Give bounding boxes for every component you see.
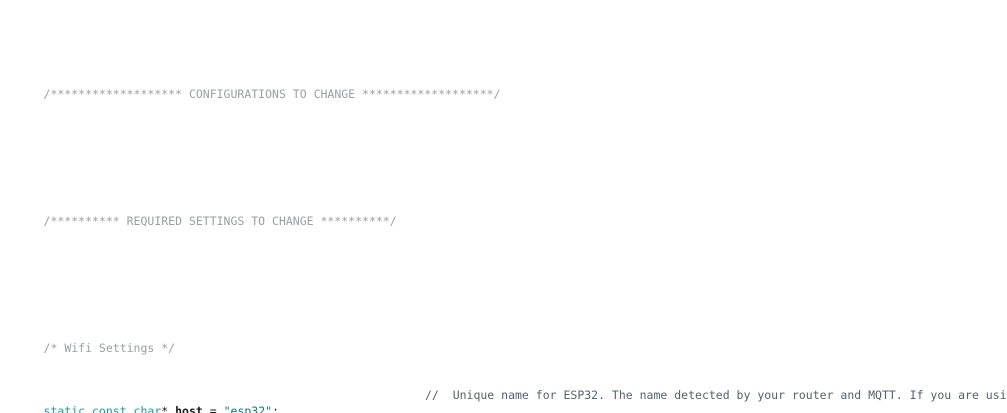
code-content: /******************* CONFIGURATIONS TO C… (2, 8, 1007, 413)
clipped-line: static const int curtainOpenPosition = 1… (2, 405, 397, 413)
inline-comment: // Unique name for ESP32. The name detec… (425, 388, 1007, 403)
comment-banner-configurations: /******************* CONFIGURATIONS TO C… (43, 87, 501, 102)
comment-banner-required-settings: /********** REQUIRED SETTINGS TO CHANGE … (43, 213, 397, 228)
declaration-host[interactable]: static const char* host = "esp32"; // Un… (43, 388, 1007, 413)
section-header-wifi: /* Wifi Settings */ (43, 340, 176, 355)
blank-line (2, 246, 501, 262)
blank-line (2, 119, 501, 135)
